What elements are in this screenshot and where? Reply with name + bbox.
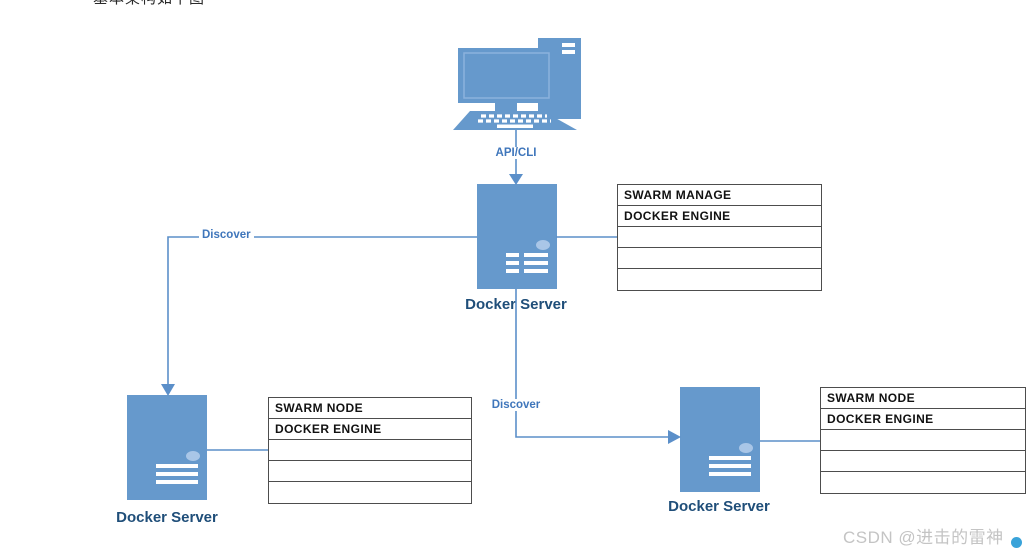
table-row: SWARM NODE [269,398,471,419]
manager-attribute-table: SWARM MANAGE DOCKER ENGINE [617,184,822,291]
left-node-server-label: Docker Server [116,509,218,526]
server-vent-bar [156,480,198,484]
server-power-dot [536,240,550,250]
discover-left-label: Discover [199,229,254,241]
table-row: SWARM NODE [821,388,1025,409]
server-vent-bar [506,253,548,257]
api-cli-label: API/CLI [492,147,540,159]
left-node-attribute-table: SWARM NODE DOCKER ENGINE [268,397,472,504]
right-node-attribute-table: SWARM NODE DOCKER ENGINE [820,387,1026,494]
table-row [618,227,821,248]
server-power-dot [186,451,200,461]
table-row: DOCKER ENGINE [821,409,1025,430]
watermark-text: CSDN @进击的雷神 [843,528,1004,547]
server-vent-bar [709,456,751,460]
server-vent-bar [709,464,751,468]
csdn-logo-dot [1011,537,1022,548]
right-node-server-label: Docker Server [668,498,770,515]
server-vent-bar [156,472,198,476]
server-power-dot [739,443,753,453]
table-row: DOCKER ENGINE [269,419,471,440]
client-computer-icon [453,38,581,130]
left-node-server-icon [127,395,207,500]
table-row [821,451,1025,472]
discover-right-label: Discover [488,399,544,411]
clipped-heading: 基本架构如下图 [93,0,223,6]
manager-server-icon [477,184,557,289]
table-row [821,430,1025,451]
server-vent-bar [709,472,751,476]
table-row [269,461,471,482]
table-row: SWARM MANAGE [618,185,821,206]
right-node-server-icon [680,387,760,492]
table-row: DOCKER ENGINE [618,206,821,227]
server-vent-bar [156,464,198,468]
server-vent-bar [506,261,548,265]
clipped-heading-text: 基本架构如下图 [93,0,223,6]
table-row [269,440,471,461]
table-row [618,248,821,269]
server-vent-bar [506,269,548,273]
